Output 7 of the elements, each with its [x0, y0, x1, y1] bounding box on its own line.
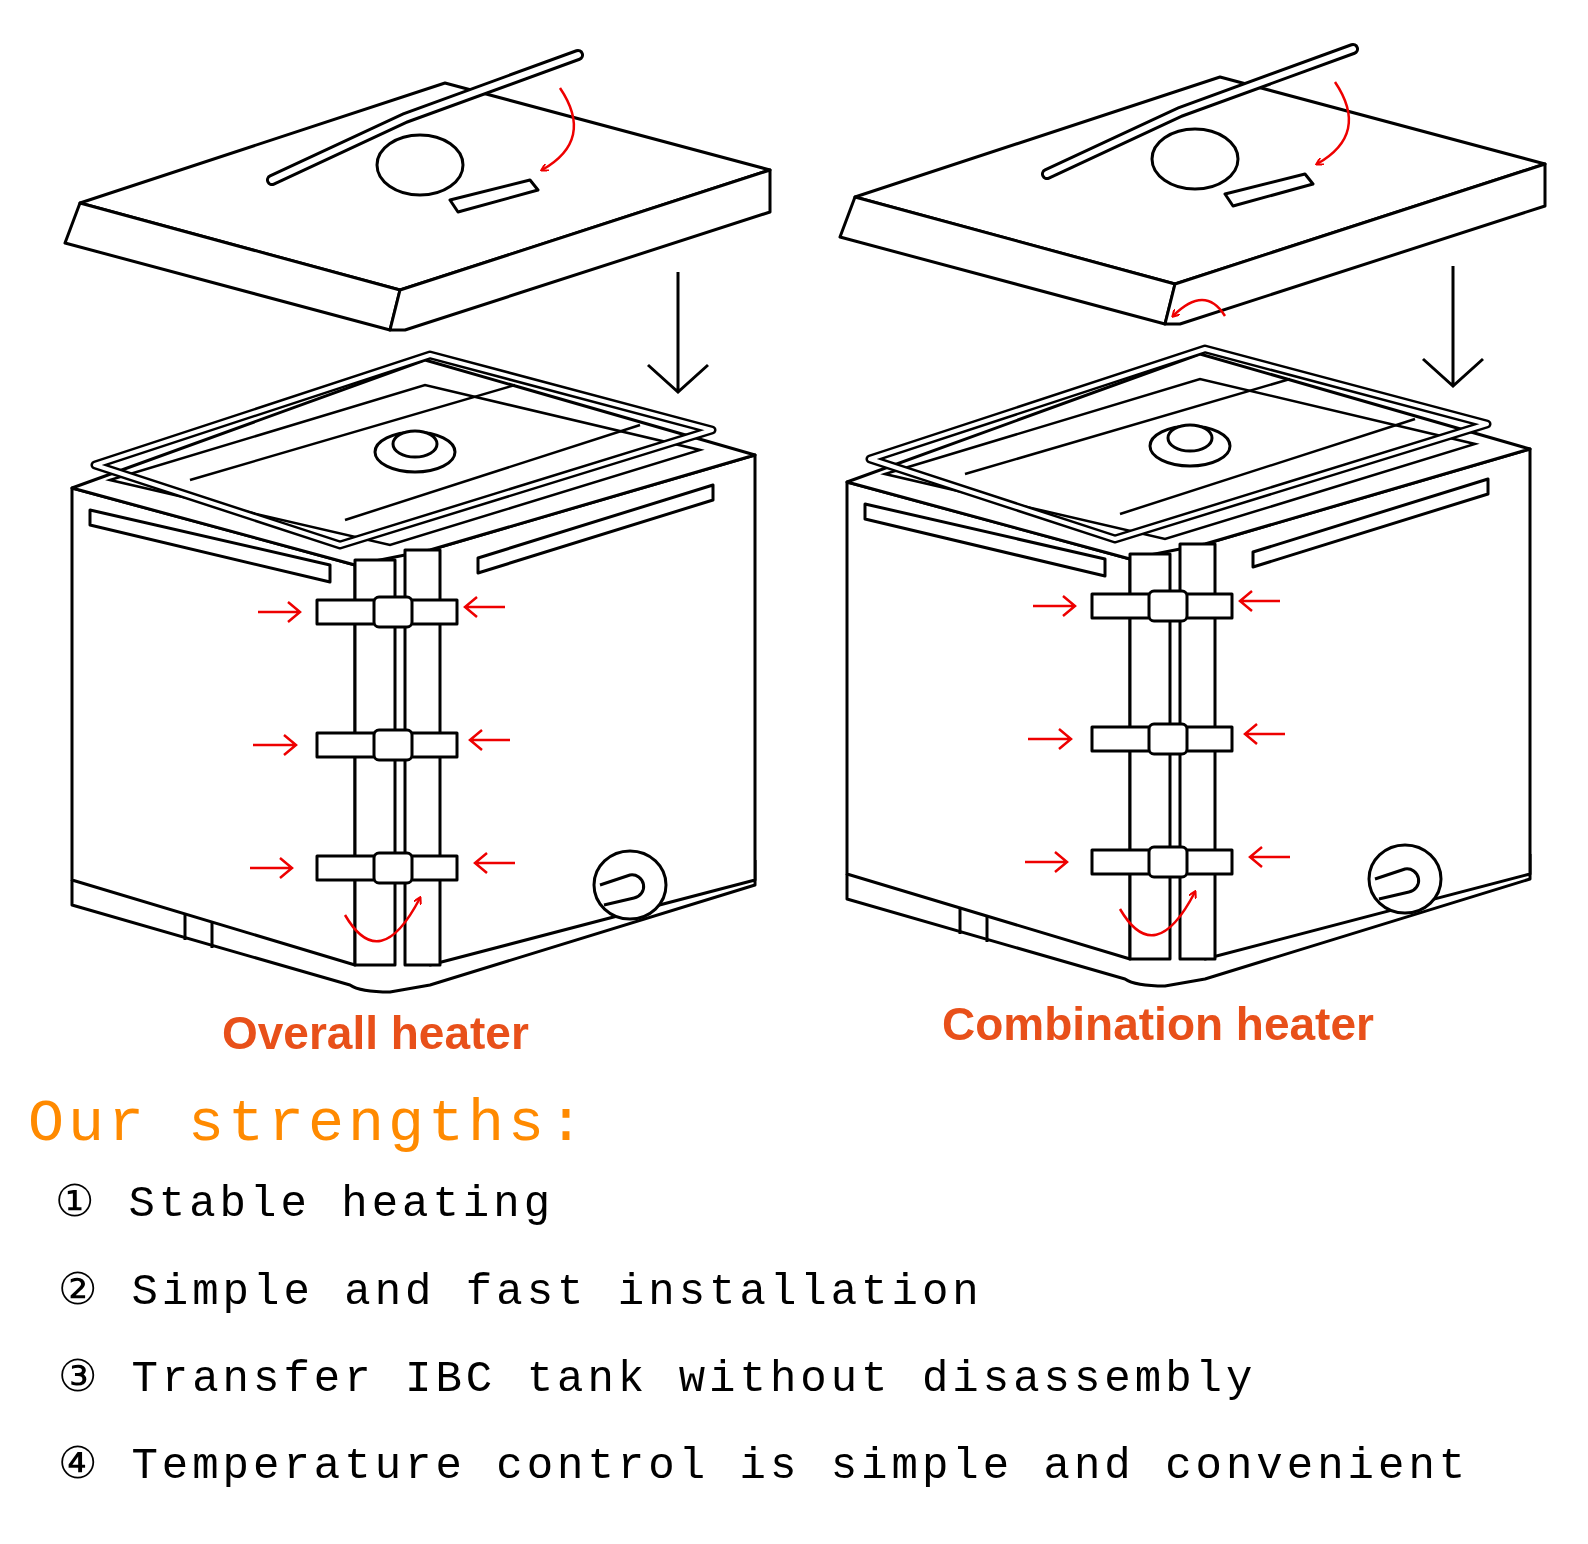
strength-list-item: ② Simple and fast installation — [58, 1266, 983, 1317]
section-heading: Our strengths: — [28, 1090, 589, 1158]
diagram-caption: Combination heater — [942, 997, 1374, 1051]
diagram-caption: Overall heater — [222, 1006, 529, 1060]
strength-list-item: ④ Temperature control is simple and convenient — [58, 1440, 1470, 1491]
strength-list-item: ① Stable heating — [55, 1178, 555, 1229]
strength-list-item: ③ Transfer IBC tank without disassembly — [58, 1353, 1257, 1404]
